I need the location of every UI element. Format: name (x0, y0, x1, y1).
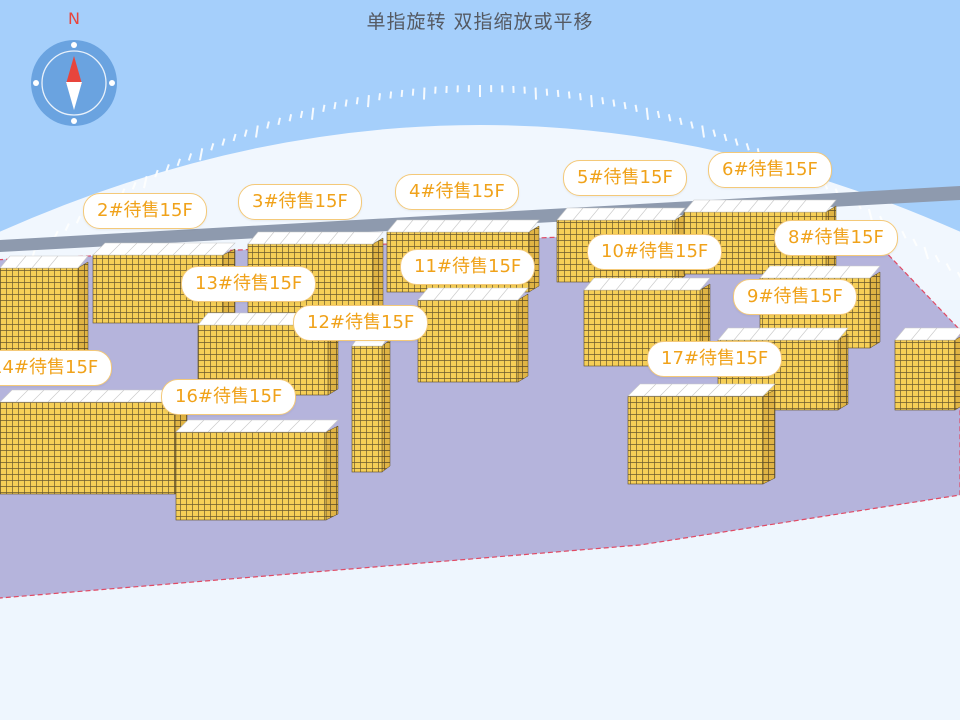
building-label-9[interactable]: 9#待售15F (733, 279, 857, 315)
north-label: N (68, 9, 80, 28)
building-label-16[interactable]: 16#待售15F (161, 379, 297, 415)
building-label-2[interactable]: 2#待售15F (83, 193, 207, 229)
building-label-5[interactable]: 5#待售15F (563, 160, 687, 196)
building-block-16 (175, 419, 339, 521)
building-label-10[interactable]: 10#待售15F (587, 234, 723, 270)
building-label-12[interactable]: 12#待售15F (293, 305, 429, 341)
building-label-14[interactable]: 14#待售15F (0, 350, 113, 386)
building-label-17[interactable]: 17#待售15F (647, 341, 783, 377)
building-block-14 (0, 389, 188, 495)
gesture-hint: 单指旋转 双指缩放或平移 (366, 11, 594, 33)
building-block-11 (417, 287, 529, 383)
building-label-4[interactable]: 4#待售15F (395, 174, 519, 210)
building-label-6[interactable]: 6#待售15F (708, 152, 832, 188)
compass-icon[interactable] (29, 38, 119, 128)
building-block-17 (627, 383, 776, 485)
building-label-8[interactable]: 8#待售15F (774, 220, 898, 256)
building-block-12 (351, 333, 391, 473)
building-label-11[interactable]: 11#待售15F (400, 249, 536, 285)
building-label-3[interactable]: 3#待售15F (238, 184, 362, 220)
building-label-13[interactable]: 13#待售15F (181, 266, 317, 302)
building-block-right (894, 327, 960, 411)
site-boundary (0, 224, 960, 599)
